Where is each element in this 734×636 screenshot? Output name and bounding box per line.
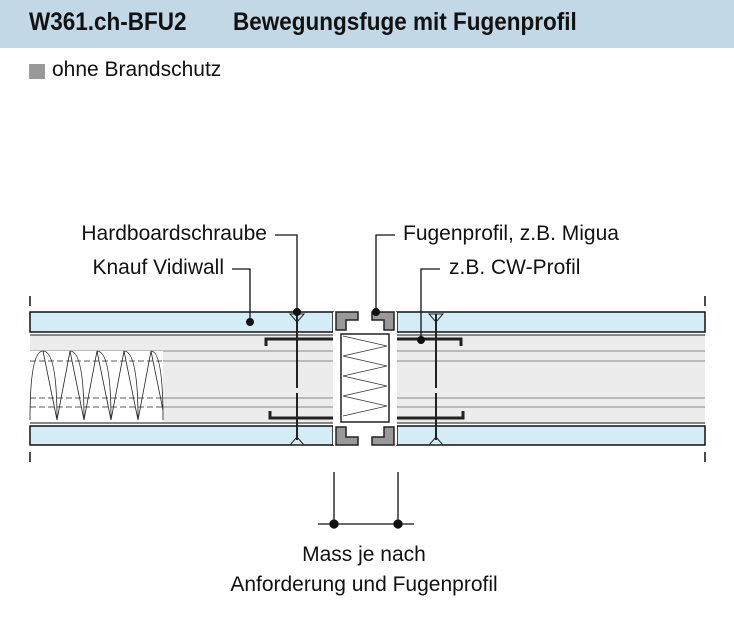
title-bar: W361.ch-BFU2 Bewegungsfuge mit Fugenprof…	[0, 0, 734, 48]
legend-square-icon	[29, 64, 45, 79]
screws	[288, 313, 445, 446]
drawing-code: W361.ch-BFU2	[29, 8, 187, 36]
dimension-label-1: Mass je nach	[302, 543, 426, 566]
axis-marks	[29, 296, 706, 462]
callout-joint-profile: Fugenprofil, z.B. Migua	[403, 222, 619, 245]
callout-screw: Hardboardschraube	[81, 222, 267, 245]
subtitle: ohne Brandschutz	[29, 58, 221, 82]
joint-profile	[333, 311, 397, 446]
insulation	[29, 350, 164, 422]
leader-lines	[232, 234, 440, 340]
boards	[29, 311, 706, 446]
wall-core	[30, 336, 705, 422]
callout-stud: z.B. CW-Profil	[449, 256, 581, 279]
drawing-title: Bewegungsfuge mit Fugenprofil	[233, 8, 577, 36]
leader-dots	[246, 308, 425, 344]
dimension-label-2: Anforderung und Fugenprofil	[230, 573, 498, 596]
dimension-line	[318, 472, 414, 529]
callout-board: Knauf Vidiwall	[92, 256, 224, 279]
subtitle-label: ohne Brandschutz	[52, 58, 222, 81]
